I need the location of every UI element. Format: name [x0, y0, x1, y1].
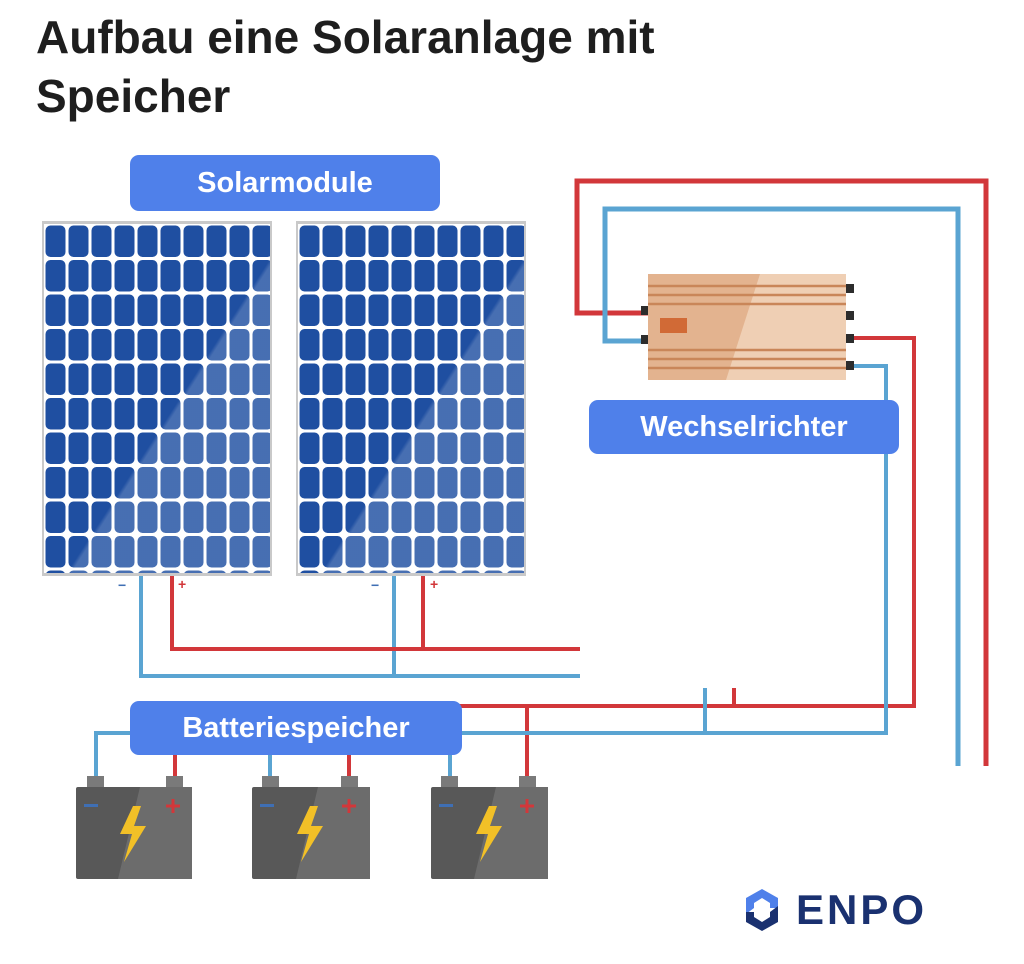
battery-storage-label: Batteriespeicher: [130, 701, 462, 755]
lightning-bolt-icon: [297, 806, 323, 862]
solar-panel-icon: [296, 221, 526, 576]
battery-2: [252, 776, 370, 879]
solar-panel-icon: [42, 221, 272, 576]
enpo-logo: ENPO: [738, 884, 927, 936]
battery-icon: [431, 776, 548, 879]
inverter: [641, 274, 854, 380]
enpo-logo-icon: [746, 889, 778, 931]
inverter-icon: [641, 274, 854, 380]
panel-left-positive-sign: +: [178, 576, 187, 592]
panel-left-positive-wire: [170, 576, 580, 651]
battery-1: [76, 776, 192, 879]
solar-modules-label: Solarmodule: [130, 155, 440, 211]
inverter-wiring: [574, 178, 989, 766]
lightning-bolt-icon: [120, 806, 146, 862]
solar-panel-right: [296, 221, 526, 576]
panel-right-positive-sign: +: [430, 576, 439, 592]
battery-icon: [252, 776, 370, 879]
panel-right-negative-sign: −: [371, 577, 380, 593]
grid-negative-wire: [602, 206, 961, 766]
grid-positive-wire: [574, 178, 989, 766]
solar-panel-left: [42, 221, 272, 576]
battery-icon: [76, 776, 192, 879]
battery-3: [431, 776, 548, 879]
panel-wiring: [139, 576, 580, 678]
panel-left-negative-wire: [139, 576, 580, 678]
inverter-label: Wechselrichter: [589, 400, 899, 454]
lightning-bolt-icon: [476, 806, 502, 862]
logo-text: ENPO: [796, 886, 928, 933]
panel-left-negative-sign: −: [118, 577, 127, 593]
page-title: Aufbau eine Solaranlage mit Speicher: [36, 11, 655, 122]
battery-negative-bus: [94, 364, 888, 776]
